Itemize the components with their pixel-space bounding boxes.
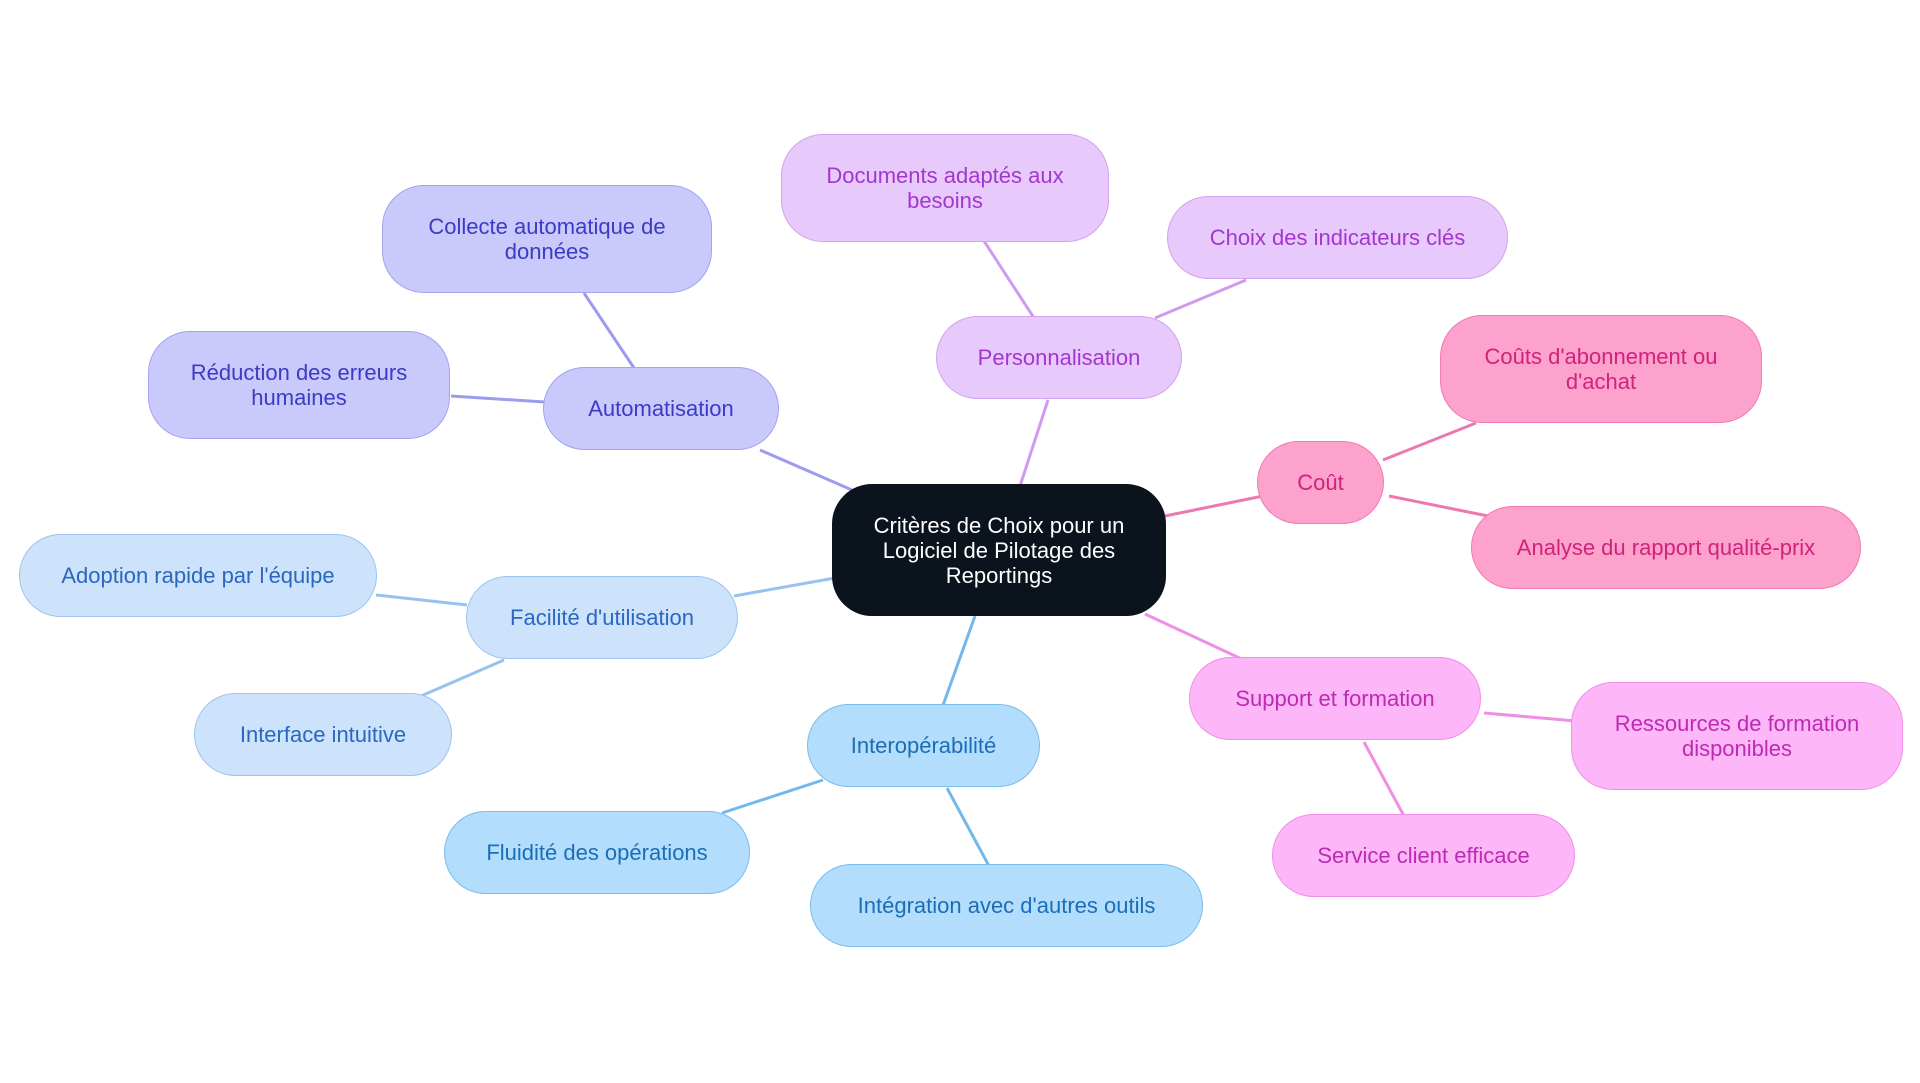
- branch-personnalisation-label: Personnalisation: [977, 345, 1141, 370]
- edge-root-support: [1144, 612, 1247, 663]
- edge-cout-analyse: [1388, 494, 1494, 519]
- leaf-reduction-erreurs-label: Réduction des erreurs humaines: [190, 360, 408, 410]
- leaf-analyse-rapport-label: Analyse du rapport qualité-prix: [1516, 535, 1816, 560]
- branch-interoperabilite[interactable]: Interopérabilité: [807, 704, 1040, 787]
- edge-automatisation-reduction: [450, 394, 546, 404]
- leaf-fluidite-operations-label: Fluidité des opérations: [486, 840, 708, 865]
- edge-automatisation-collecte: [582, 292, 636, 369]
- leaf-interface-intuitive[interactable]: Interface intuitive: [194, 693, 452, 776]
- leaf-documents-adaptes[interactable]: Documents adaptés aux besoins: [781, 134, 1109, 242]
- branch-personnalisation[interactable]: Personnalisation: [936, 316, 1182, 399]
- leaf-interface-intuitive-label: Interface intuitive: [239, 722, 407, 747]
- edge-personnalisation-choix: [1154, 278, 1247, 320]
- branch-cout[interactable]: Coût: [1257, 441, 1384, 524]
- edge-facilite-adoption: [375, 593, 468, 607]
- leaf-ressources-formation-label: Ressources de formation disponibles: [1614, 711, 1860, 761]
- leaf-choix-indicateurs-label: Choix des indicateurs clés: [1209, 225, 1466, 250]
- leaf-ressources-formation[interactable]: Ressources de formation disponibles: [1571, 682, 1903, 790]
- leaf-couts-abonnement-label: Coûts d'abonnement ou d'achat: [1484, 344, 1718, 394]
- branch-facilite-utilisation-label: Facilité d'utilisation: [510, 605, 694, 630]
- edge-interoperabilite-fluidite: [721, 778, 824, 815]
- edge-support-ressources: [1483, 711, 1577, 723]
- leaf-fluidite-operations[interactable]: Fluidité des opérations: [444, 811, 750, 894]
- branch-support-formation[interactable]: Support et formation: [1189, 657, 1481, 740]
- edge-root-facilite: [733, 576, 836, 598]
- branch-cout-label: Coût: [1297, 470, 1344, 495]
- edge-root-automatisation: [759, 448, 853, 492]
- edge-root-personnalisation: [1018, 399, 1050, 487]
- root-node[interactable]: Critères de Choix pour un Logiciel de Pi…: [832, 484, 1166, 616]
- leaf-analyse-rapport[interactable]: Analyse du rapport qualité-prix: [1471, 506, 1861, 589]
- branch-support-formation-label: Support et formation: [1235, 686, 1435, 711]
- edge-interoperabilite-integration: [945, 787, 991, 867]
- leaf-integration-outils-label: Intégration avec d'autres outils: [857, 893, 1156, 918]
- edge-root-cout: [1164, 494, 1264, 518]
- leaf-collecte-automatique[interactable]: Collecte automatique de données: [382, 185, 712, 293]
- leaf-choix-indicateurs[interactable]: Choix des indicateurs clés: [1167, 196, 1508, 279]
- branch-facilite-utilisation[interactable]: Facilité d'utilisation: [466, 576, 738, 659]
- leaf-documents-adaptes-label: Documents adaptés aux besoins: [826, 163, 1064, 213]
- leaf-collecte-automatique-label: Collecte automatique de données: [428, 214, 666, 264]
- leaf-adoption-rapide[interactable]: Adoption rapide par l'équipe: [19, 534, 377, 617]
- edge-facilite-interface: [420, 658, 505, 698]
- leaf-service-client-label: Service client efficace: [1317, 843, 1530, 868]
- branch-automatisation[interactable]: Automatisation: [543, 367, 779, 450]
- root-node-label: Critères de Choix pour un Logiciel de Pi…: [873, 512, 1125, 588]
- leaf-service-client[interactable]: Service client efficace: [1272, 814, 1575, 897]
- leaf-adoption-rapide-label: Adoption rapide par l'équipe: [61, 563, 335, 588]
- leaf-couts-abonnement[interactable]: Coûts d'abonnement ou d'achat: [1440, 315, 1762, 423]
- leaf-reduction-erreurs[interactable]: Réduction des erreurs humaines: [148, 331, 450, 439]
- edge-root-interoperabilite: [940, 615, 977, 709]
- edge-cout-abonnement: [1382, 421, 1477, 462]
- branch-interoperabilite-label: Interopérabilité: [850, 733, 997, 758]
- edge-support-service: [1362, 741, 1406, 817]
- leaf-integration-outils[interactable]: Intégration avec d'autres outils: [810, 864, 1203, 947]
- edge-personnalisation-documents: [982, 240, 1036, 319]
- branch-automatisation-label: Automatisation: [588, 396, 734, 421]
